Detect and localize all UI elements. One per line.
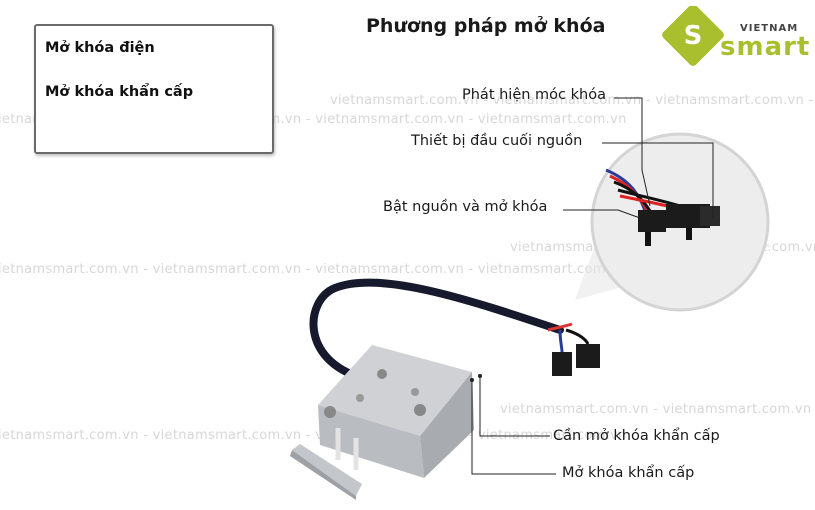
hook-detect-label: Phát hiện móc khóa xyxy=(462,87,606,103)
logo-top-text: VIETNAM xyxy=(740,23,799,34)
logo-mark-letter: S xyxy=(684,21,703,51)
watermark: vietnamsmart.com.vn - vietnamsmart.com.v… xyxy=(330,93,815,108)
emergency-unlock-label[interactable]: Mở khóa khẩn cấp xyxy=(45,84,194,100)
logo-word-text: smart xyxy=(720,32,811,62)
lock-body xyxy=(290,345,474,500)
power-unlock-label: Bật nguồn và mở khóa xyxy=(383,199,548,215)
callout-lines xyxy=(471,97,714,475)
unlock-methods-box: Mở khóa điện Mở khóa khẩn cấp xyxy=(34,24,274,154)
watermark: vietnamsmart.com.vn - vietnamsmart.com.v… xyxy=(500,402,815,417)
zoom-connector-detail xyxy=(575,132,772,312)
watermark: vietnamsmart.com.vn - vietnamsmart.com.v… xyxy=(0,262,627,277)
power-terminal-label: Thiết bị đầu cuối nguồn xyxy=(411,133,583,149)
electric-unlock-label[interactable]: Mở khóa điện xyxy=(45,40,155,56)
page-title: Phương pháp mở khóa xyxy=(366,15,606,37)
vietnamsmart-logo: S xyxy=(662,6,724,66)
logo-mark-icon: S xyxy=(662,6,724,66)
emergency-lever-label: Cần mở khóa khẩn cấp xyxy=(553,428,720,444)
emergency-unlock-callout: Mở khóa khẩn cấp xyxy=(562,465,695,481)
